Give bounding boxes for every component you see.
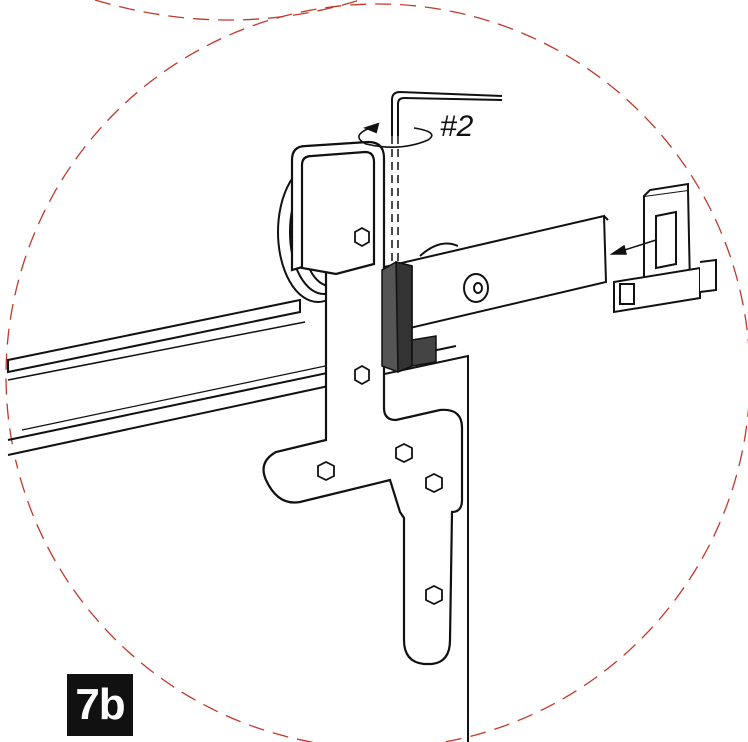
detail-circle xyxy=(5,0,748,742)
tool-size-label: #2 xyxy=(440,110,474,143)
hex-bolts xyxy=(317,226,443,606)
step-badge: 7b xyxy=(67,674,133,736)
direction-arrow xyxy=(609,239,657,255)
end-bracket xyxy=(613,182,717,314)
rail-stopper xyxy=(381,261,437,374)
allen-wrench xyxy=(358,90,503,262)
track-rail xyxy=(7,214,609,381)
rail-bolt xyxy=(463,273,489,303)
